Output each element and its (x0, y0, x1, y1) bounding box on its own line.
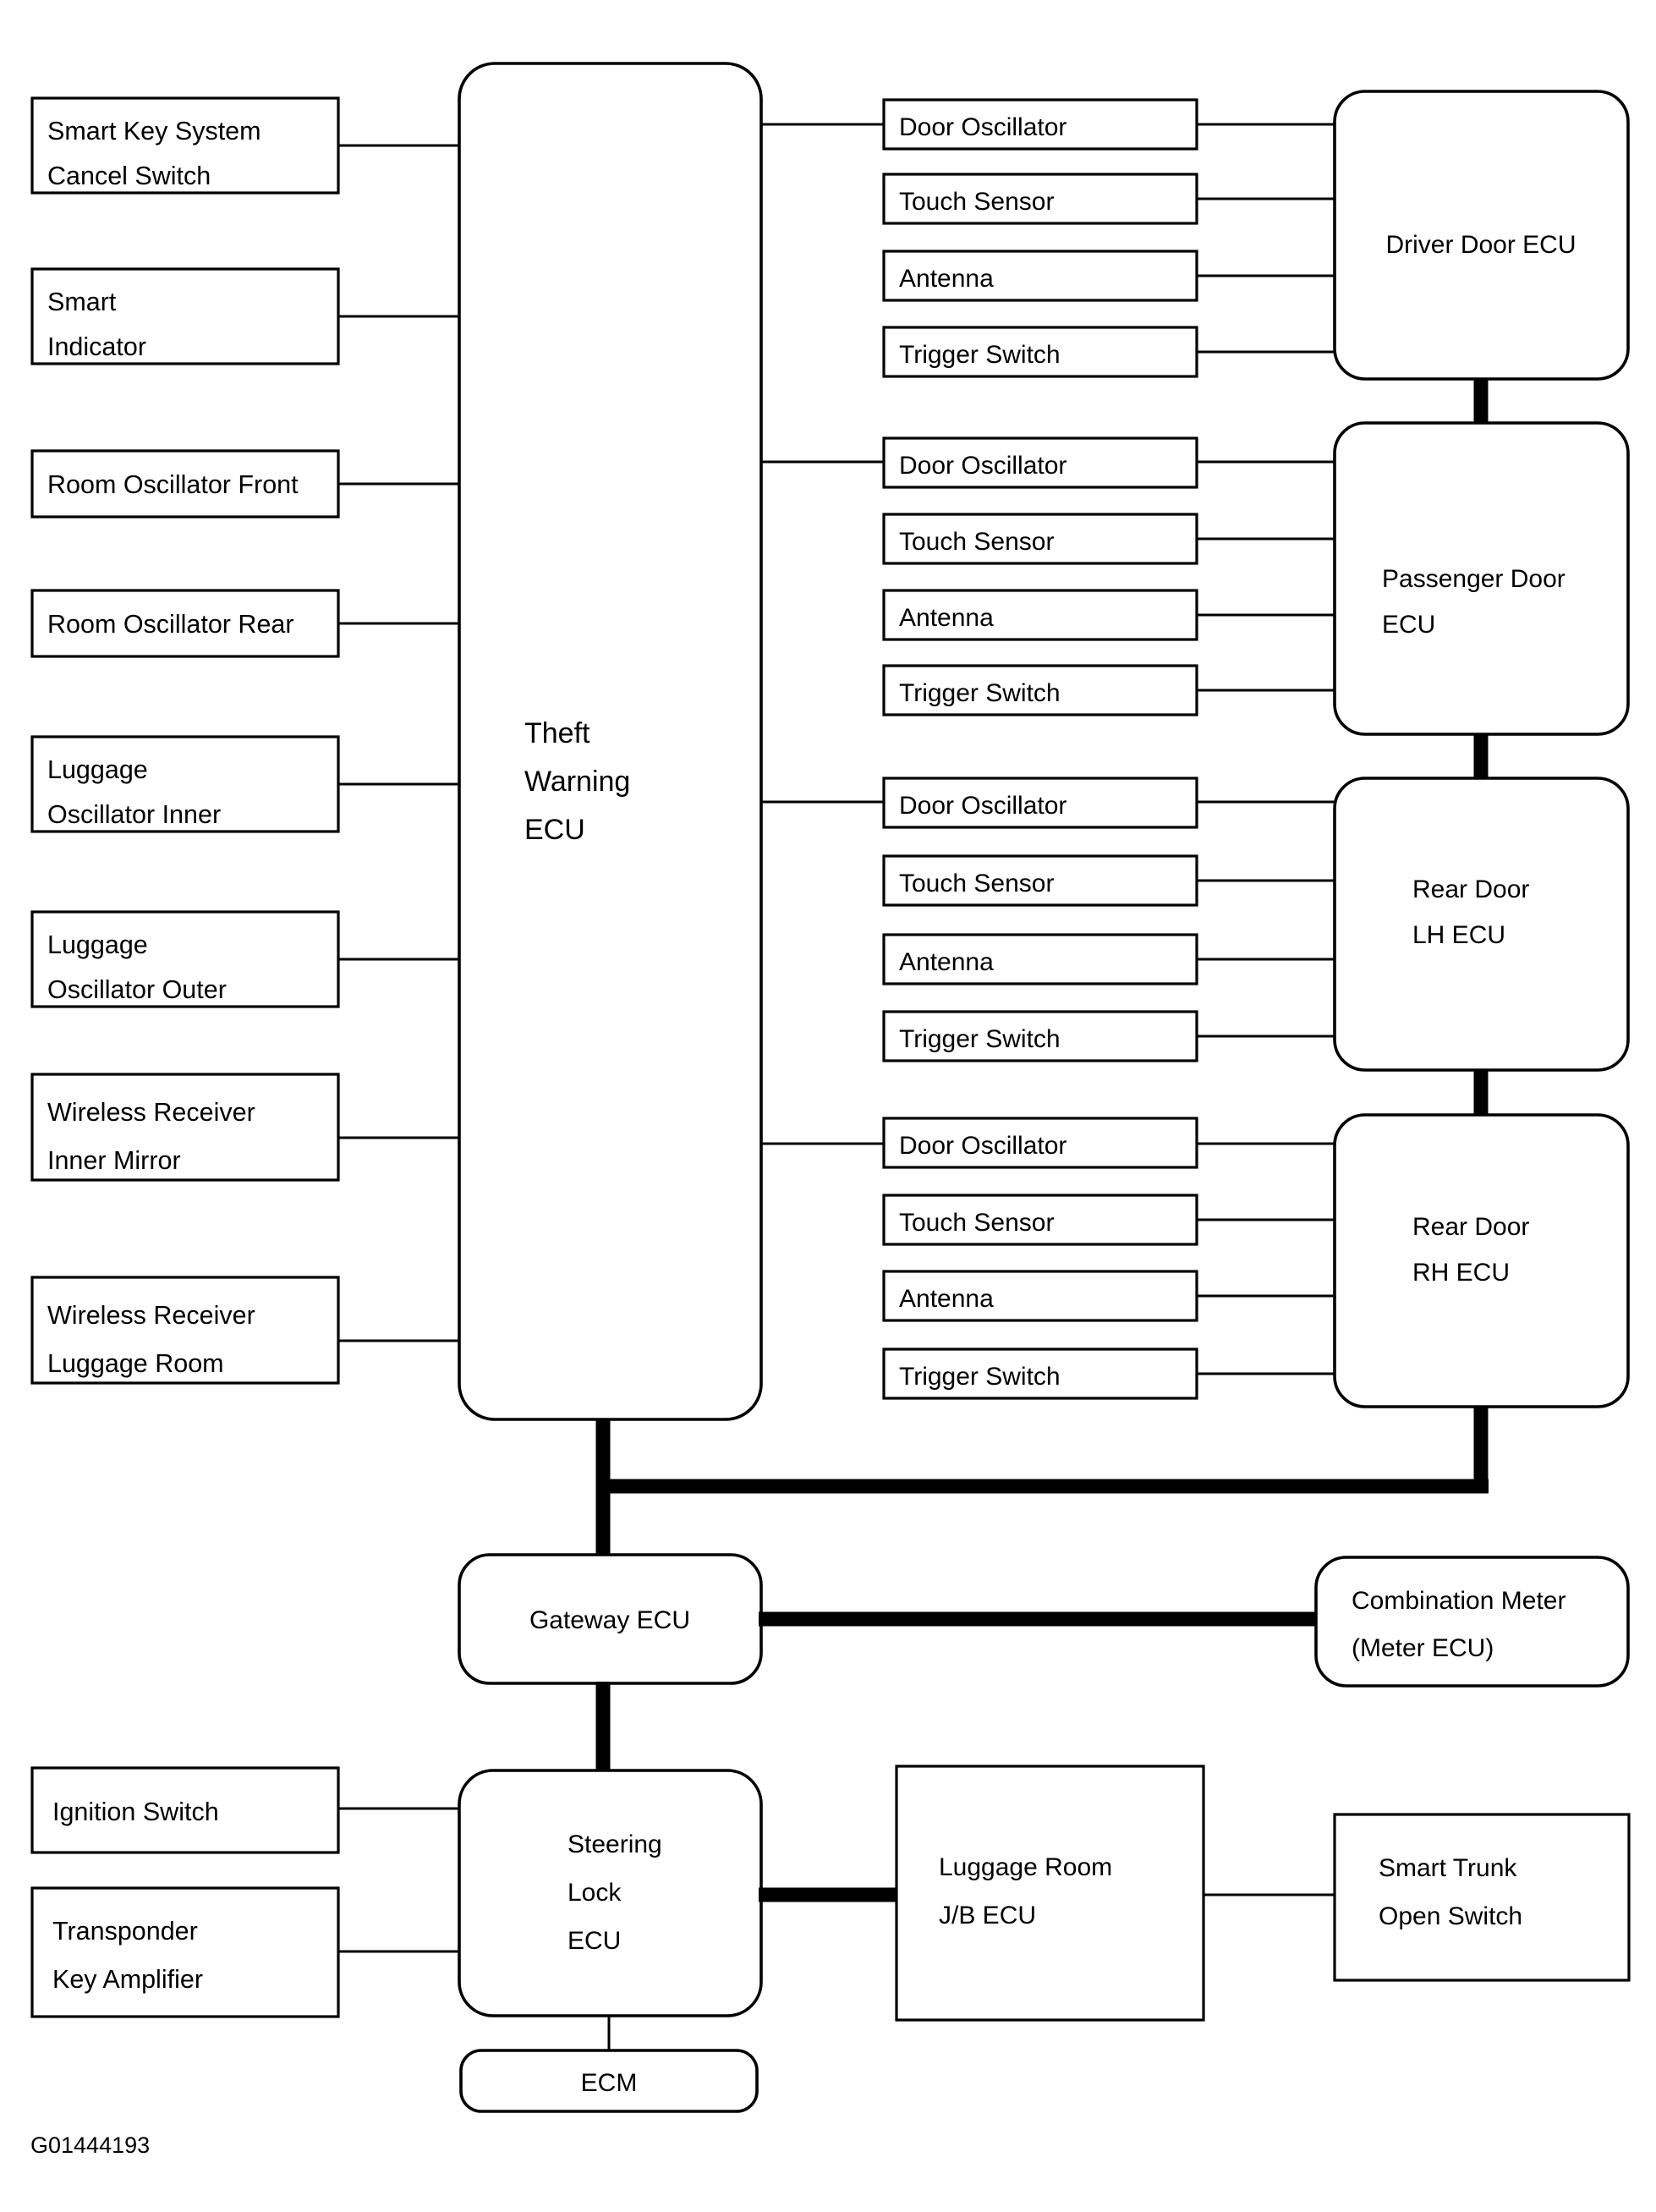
sensor-label: Trigger Switch (899, 1363, 1061, 1391)
steering-lock-ecu[interactable]: Steering Lock ECU (458, 1769, 763, 2017)
box-label-line2: Oscillator Outer (47, 975, 227, 1004)
box-label-line1: Room Oscillator Front (47, 470, 299, 499)
gateway-ecu[interactable]: Gateway ECU (458, 1553, 763, 1685)
luggage-room-jb-ecu[interactable]: Luggage Room J/B ECU (895, 1765, 1205, 2022)
sensor-box[interactable]: Door Oscillator (882, 98, 1198, 151)
meter-line1: Combination Meter (1352, 1587, 1566, 1615)
sensor-label: Door Oscillator (899, 452, 1067, 480)
box-label-line2: Inner Mirror (47, 1146, 181, 1175)
box-label-line1: Smart Key System (47, 117, 261, 145)
box-label-line1: Ignition Switch (52, 1798, 219, 1826)
left-input-box[interactable]: Luggage Oscillator Outer (30, 910, 340, 1008)
bottom-input-box[interactable]: Transponder Key Amplifier (30, 1886, 340, 2018)
box-label-line2: Luggage Room (47, 1349, 224, 1378)
door-ecu-line2: ECU (1382, 611, 1435, 639)
sensor-label: Antenna (899, 1285, 994, 1313)
box-label-line1: Luggage (47, 755, 148, 784)
box-label-line1: Smart (47, 288, 117, 316)
sensor-box[interactable]: Antenna (882, 250, 1198, 302)
box-label-line1: Transponder (52, 1917, 198, 1946)
smart-trunk-line1: Smart Trunk (1379, 1854, 1517, 1882)
sensor-box[interactable]: Door Oscillator (882, 436, 1198, 489)
door-ecu-line1: Driver Door ECU (1385, 231, 1576, 259)
sensor-box[interactable]: Trigger Switch (882, 1348, 1198, 1400)
sensor-box[interactable]: Trigger Switch (882, 664, 1198, 716)
sensor-label: Antenna (899, 948, 994, 976)
combination-meter[interactable]: Combination Meter (Meter ECU) (1314, 1556, 1630, 1688)
sensor-box[interactable]: Trigger Switch (882, 326, 1198, 378)
bottom-input-box[interactable]: Ignition Switch (30, 1766, 340, 1854)
luggage-jb-line2: J/B ECU (939, 1902, 1036, 1929)
left-input-box[interactable]: Smart Indicator (30, 267, 340, 365)
left-input-box[interactable]: Room Oscillator Front (30, 449, 340, 519)
sensor-label: Antenna (899, 604, 994, 632)
left-input-box[interactable]: Luggage Oscillator Inner (30, 735, 340, 833)
left-input-box[interactable]: Room Oscillator Rear (30, 589, 340, 658)
sensor-box[interactable]: Touch Sensor (882, 173, 1198, 225)
door-ecu-line1: Rear Door (1412, 875, 1529, 903)
sensor-label: Trigger Switch (899, 679, 1061, 707)
box-label-line2: Key Amplifier (52, 1965, 203, 1994)
sensor-box[interactable]: Touch Sensor (882, 513, 1198, 565)
door-group-rear-rh: Door Oscillator Touch Sensor Antenna Tri… (761, 1113, 1630, 1408)
sensor-label: Antenna (899, 265, 994, 293)
door-group-driver: Door Oscillator Touch Sensor Antenna Tri… (761, 90, 1630, 381)
door-ecu-line1: Passenger Door (1382, 565, 1566, 593)
luggage-jb-line1: Luggage Room (939, 1853, 1112, 1881)
door-ecu-rear-lh[interactable]: Rear Door LH ECU (1333, 777, 1630, 1072)
sensor-box[interactable]: Touch Sensor (882, 854, 1198, 907)
sensor-label: Trigger Switch (899, 341, 1061, 369)
box-label-line1: Luggage (47, 930, 148, 959)
sensor-box[interactable]: Door Oscillator (882, 777, 1198, 829)
sensor-label: Touch Sensor (899, 870, 1054, 897)
theft-ecu-line1: Theft (524, 717, 590, 749)
ecm-label: ECM (581, 2069, 638, 2097)
box-label-line2: Oscillator Inner (47, 800, 221, 829)
smart-trunk-open-switch[interactable]: Smart Trunk Open Switch (1333, 1813, 1631, 1982)
box-label-line1: Wireless Receiver (47, 1098, 255, 1127)
door-ecu-line2: LH ECU (1412, 921, 1505, 949)
sensor-box[interactable]: Door Oscillator (882, 1117, 1198, 1169)
sensor-label: Door Oscillator (899, 1132, 1067, 1160)
sensor-label: Door Oscillator (899, 113, 1067, 141)
steering-line2: Lock (568, 1879, 622, 1907)
ecm-box[interactable]: ECM (459, 2049, 759, 2113)
door-group-passenger: Door Oscillator Touch Sensor Antenna Tri… (761, 421, 1630, 736)
meter-line2: (Meter ECU) (1352, 1634, 1494, 1662)
figure-code: G01444193 (30, 2132, 150, 2158)
bottom-input-boxes: Ignition Switch Transponder Key Amplifie… (30, 1766, 459, 2018)
left-input-box[interactable]: Wireless Receiver Inner Mirror (30, 1073, 340, 1182)
box-label-line2: Indicator (47, 332, 146, 361)
sensor-label: Trigger Switch (899, 1025, 1061, 1053)
sensor-label: Touch Sensor (899, 1209, 1054, 1237)
theft-warning-ecu[interactable]: Theft Warning ECU (458, 62, 763, 1421)
left-input-box[interactable]: Smart Key System Cancel Switch (30, 96, 340, 195)
door-ecu-rear-rh[interactable]: Rear Door RH ECU (1333, 1113, 1630, 1408)
theft-ecu-line2: Warning (524, 766, 630, 798)
steering-line1: Steering (568, 1831, 662, 1858)
sensor-box[interactable]: Antenna (882, 589, 1198, 641)
sensor-box[interactable]: Touch Sensor (882, 1194, 1198, 1246)
door-group-rear-lh: Door Oscillator Touch Sensor Antenna Tri… (761, 777, 1630, 1072)
sensor-label: Door Oscillator (899, 792, 1067, 820)
sensor-box[interactable]: Trigger Switch (882, 1010, 1198, 1062)
sensor-box[interactable]: Antenna (882, 1270, 1198, 1322)
smart-trunk-line2: Open Switch (1379, 1902, 1522, 1930)
left-input-boxes: Smart Key System Cancel Switch Smart Ind… (30, 96, 459, 1385)
door-ecu-passenger[interactable]: Passenger Door ECU (1333, 421, 1630, 736)
sensor-label: Touch Sensor (899, 188, 1054, 216)
sensor-label: Touch Sensor (899, 528, 1054, 556)
sensor-box[interactable]: Antenna (882, 933, 1198, 985)
steering-line3: ECU (568, 1927, 621, 1955)
theft-ecu-line3: ECU (524, 814, 585, 846)
can-bus-network (595, 1407, 1489, 1556)
left-input-box[interactable]: Wireless Receiver Luggage Room (30, 1276, 340, 1385)
gateway-ecu-label: Gateway ECU (529, 1606, 690, 1634)
box-label-line1: Wireless Receiver (47, 1301, 255, 1330)
door-ecu-line2: RH ECU (1412, 1259, 1510, 1287)
box-label-line1: Room Oscillator Rear (47, 610, 294, 639)
door-ecu-line1: Rear Door (1412, 1213, 1529, 1241)
door-ecu-driver[interactable]: Driver Door ECU (1333, 90, 1630, 381)
box-label-line2: Cancel Switch (47, 162, 211, 190)
